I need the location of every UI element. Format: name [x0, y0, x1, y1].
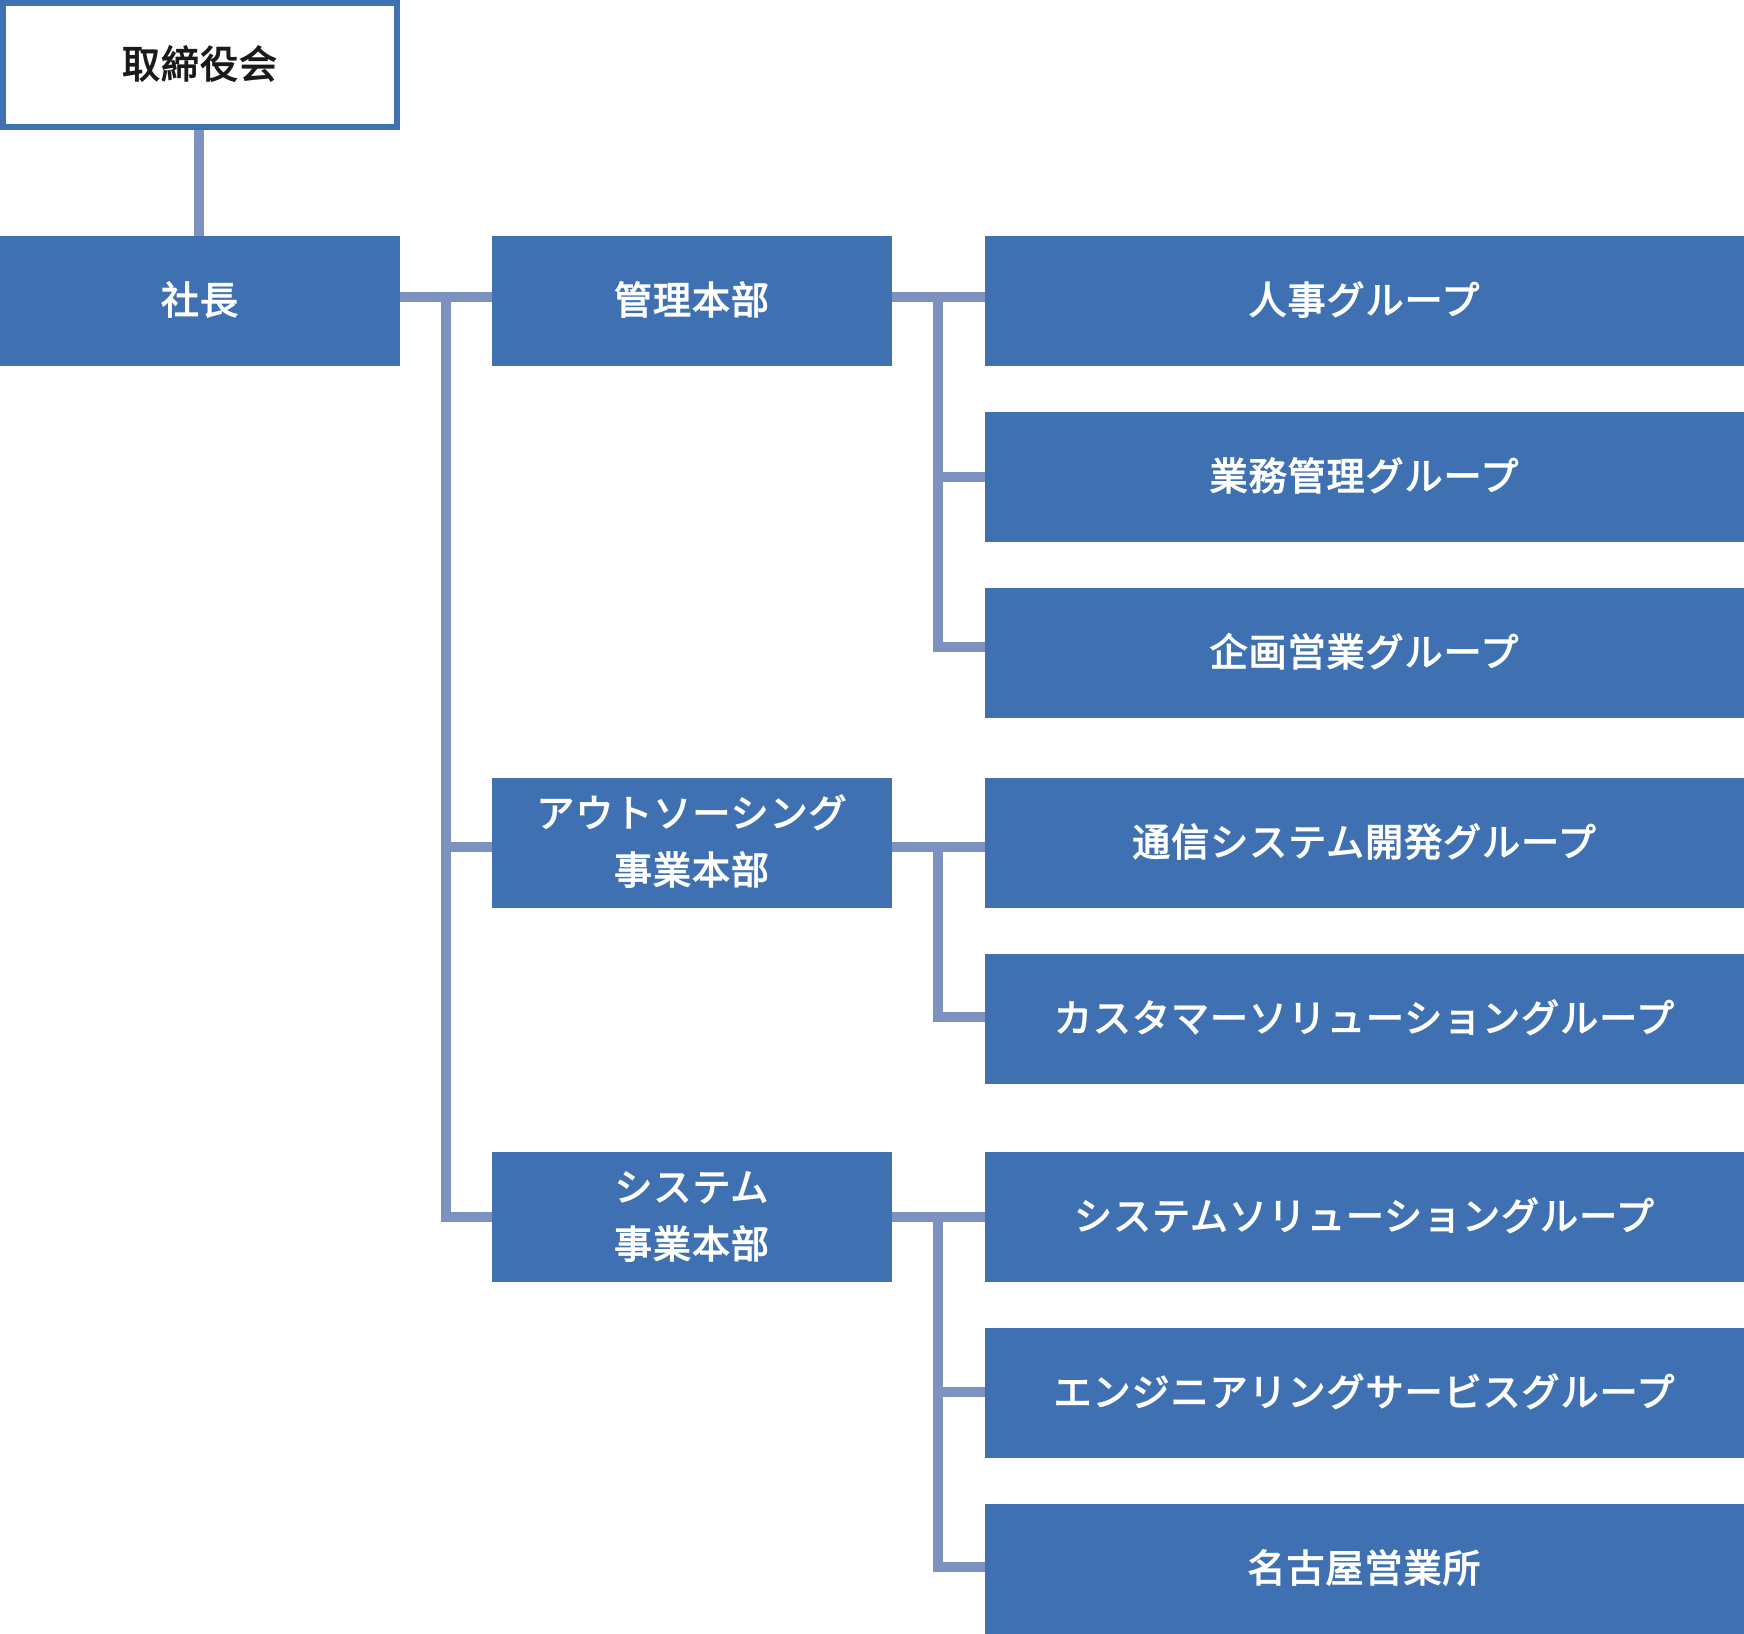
connector-outsourcing-vertical: [933, 842, 943, 1022]
connector-division-system: [441, 1212, 492, 1222]
connector-division-outsourcing: [441, 842, 492, 852]
group-telecom-dev-box: 通信システム開発グループ: [985, 778, 1744, 908]
nagoya-office-label: 名古屋営業所: [1247, 1546, 1482, 1591]
president-box: 社長: [0, 236, 400, 366]
nagoya-office-box: 名古屋営業所: [985, 1504, 1744, 1634]
group-system-solution-box: システムソリューショングループ: [985, 1152, 1744, 1282]
connector-divisions-vertical: [441, 292, 451, 1222]
division-outsourcing-label: アウトソーシング 事業本部: [536, 792, 848, 893]
connector-admin-group-3: [933, 642, 985, 652]
group-hr-box: 人事グループ: [985, 236, 1744, 366]
board-of-directors-box: 取締役会: [0, 0, 400, 130]
division-system-box: システム 事業本部: [492, 1152, 892, 1282]
group-system-solution-label: システムソリューショングループ: [1074, 1194, 1655, 1239]
division-admin-label: 管理本部: [613, 278, 770, 323]
group-customer-solution-label: カスタマーソリューショングループ: [1054, 996, 1675, 1041]
group-telecom-dev-label: 通信システム開発グループ: [1132, 820, 1597, 865]
group-engineering-service-label: エンジニアリングサービスグループ: [1053, 1370, 1676, 1415]
group-planning-sales-label: 企画営業グループ: [1209, 630, 1520, 675]
group-hr-label: 人事グループ: [1248, 278, 1481, 323]
division-admin-box: 管理本部: [492, 236, 892, 366]
connector-system-group-2: [933, 1387, 985, 1397]
connector-system-group-3: [933, 1562, 985, 1572]
group-operations-label: 業務管理グループ: [1209, 454, 1520, 499]
division-system-label: システム 事業本部: [613, 1166, 770, 1267]
connector-outsourcing-group-2: [933, 1012, 985, 1022]
group-engineering-service-box: エンジニアリングサービスグループ: [985, 1328, 1744, 1458]
division-outsourcing-box: アウトソーシング 事業本部: [492, 778, 892, 908]
president-label: 社長: [160, 278, 239, 323]
group-customer-solution-box: カスタマーソリューショングループ: [985, 954, 1744, 1084]
connector-board-president: [194, 128, 204, 236]
connector-admin-group-2: [933, 472, 985, 482]
group-operations-box: 業務管理グループ: [985, 412, 1744, 542]
board-of-directors-label: 取締役会: [121, 42, 278, 87]
group-planning-sales-box: 企画営業グループ: [985, 588, 1744, 718]
